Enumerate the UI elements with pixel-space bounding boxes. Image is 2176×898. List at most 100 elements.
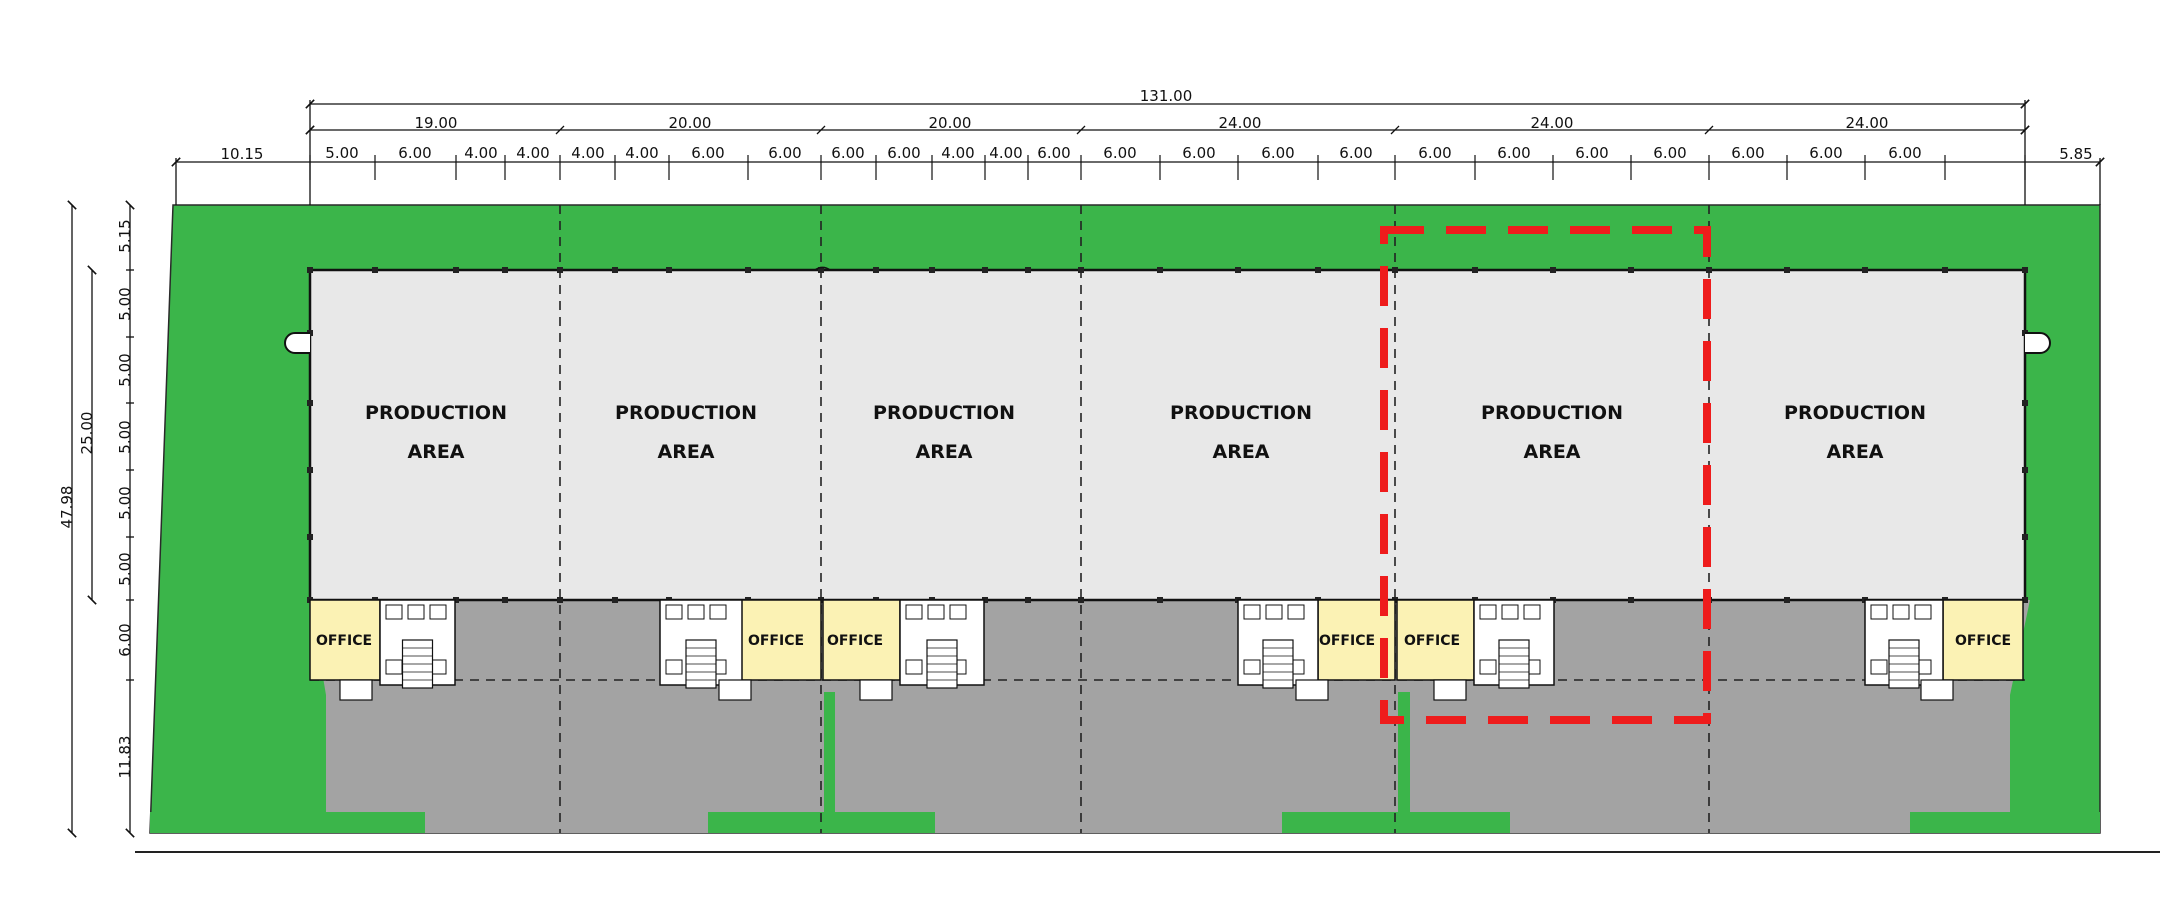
office-4-label: OFFICE [1319,633,1375,649]
column-mid-26 [2022,597,2028,603]
toilet-stall [709,604,727,620]
bay-1-dim: 19.00 [415,114,458,132]
toilet-stall [905,659,923,675]
unit-2-label: PRODUCTION AREA [615,402,757,463]
office-2-label: OFFICE [748,633,804,649]
bay-5-dim: 24.00 [1531,114,1574,132]
toilet-stall [1523,604,1541,620]
unit-4-label: PRODUCTION AREA [1170,402,1312,463]
row-5-dim: 5.00 [116,486,134,519]
column-top-8 [745,267,751,273]
bay-4-dim: 24.00 [1219,114,1262,132]
sub-dim-24: 6.00 [1888,144,1921,162]
sub-dim-13: 6.00 [1037,144,1070,162]
sub-dim-19: 6.00 [1497,144,1530,162]
toilet-stall [905,604,923,620]
toilet-stall [1914,604,1932,620]
sub-dim-20: 6.00 [1575,144,1608,162]
column-mid-21 [1628,597,1634,603]
column-mid-14 [1078,597,1084,603]
column-top-9 [818,267,824,273]
left-ramp [284,332,310,354]
unit-2-label-line2: AREA [657,441,714,463]
toilet-stall [1287,604,1305,620]
toilet-stall [1265,604,1283,620]
toilet-stall [1501,604,1519,620]
office-block-3 [822,599,985,701]
column-top-18 [1392,267,1398,273]
column-top-17 [1315,267,1321,273]
column-top-20 [1550,267,1556,273]
row-6-dim: 5.00 [116,552,134,585]
column-left-2 [307,400,313,406]
unit-1-label-line1: PRODUCTION [365,402,507,424]
row-4-dim: 5.00 [116,420,134,453]
sub-dim-1: 5.00 [325,144,358,162]
sub-dim-10: 6.00 [887,144,920,162]
entrance-canopy [859,679,893,701]
office-block-1 [309,599,456,701]
office-6-label: OFFICE [1955,633,2011,649]
right-margin-dim: 5.85 [2059,145,2092,163]
column-top-6 [612,267,618,273]
toilet-stall [665,604,683,620]
toilet-stall [1870,604,1888,620]
unit-5-label-line1: PRODUCTION [1481,402,1623,424]
column-right-4 [2022,534,2028,540]
column-right-3 [2022,467,2028,473]
column-top-19 [1472,267,1478,273]
building-depth-dim: 25.00 [78,412,96,455]
column-top-16 [1235,267,1241,273]
sub-dim-6: 4.00 [625,144,658,162]
column-left-3 [307,467,313,473]
column-mid-4 [502,597,508,603]
sub-dim-9: 6.00 [831,144,864,162]
column-top-23 [1784,267,1790,273]
green-strip-4 [1910,812,2100,833]
toilet-stall [949,604,967,620]
toilet-stall [1243,659,1261,675]
column-mid-5 [557,597,563,603]
sub-dim-3: 4.00 [464,144,497,162]
unit-1-label: PRODUCTION AREA [365,402,507,463]
office-5-label: OFFICE [1404,633,1460,649]
column-top-5 [557,267,563,273]
toilet-stall [927,604,945,620]
bay-tick-5 [1704,125,1714,135]
unit-1-label-line2: AREA [407,441,464,463]
sub-dim-18: 6.00 [1418,144,1451,162]
toilet-stall [665,659,683,675]
loading-yard [310,600,2030,833]
sub-dim-12: 4.00 [989,144,1022,162]
sub-dim-8: 6.00 [768,144,801,162]
entrance-canopy [1920,679,1954,701]
green-strip-2 [708,812,935,833]
column-mid-3 [453,597,459,603]
toilet-stall [1243,604,1261,620]
unit-4-label-line2: AREA [1212,441,1269,463]
sub-dim-5: 4.00 [571,144,604,162]
column-top-21 [1628,267,1634,273]
green-strip-3 [1282,812,1510,833]
column-top-12 [982,267,988,273]
office-room [309,599,381,681]
sub-dim-11: 4.00 [941,144,974,162]
unit-3-label: PRODUCTION AREA [873,402,1015,463]
row-2-dim: 5.00 [116,287,134,320]
row-1-dim: 5.15 [116,219,134,252]
column-top-22 [1706,267,1712,273]
office-block-6 [1864,599,2024,701]
office-room [740,599,822,681]
bay-2-dim: 20.00 [669,114,712,132]
row-8-dim: 11.83 [116,736,134,779]
row-3-dim: 5.00 [116,353,134,386]
left-margin-dim: 10.15 [221,145,264,163]
column-top-10 [873,267,879,273]
unit-6-label-line2: AREA [1826,441,1883,463]
toilet-stall [1892,604,1910,620]
total-width-dim: 131.00 [1140,87,1193,105]
column-top-13 [1025,267,1031,273]
unit-2-label-line1: PRODUCTION [615,402,757,424]
column-top-11 [929,267,935,273]
